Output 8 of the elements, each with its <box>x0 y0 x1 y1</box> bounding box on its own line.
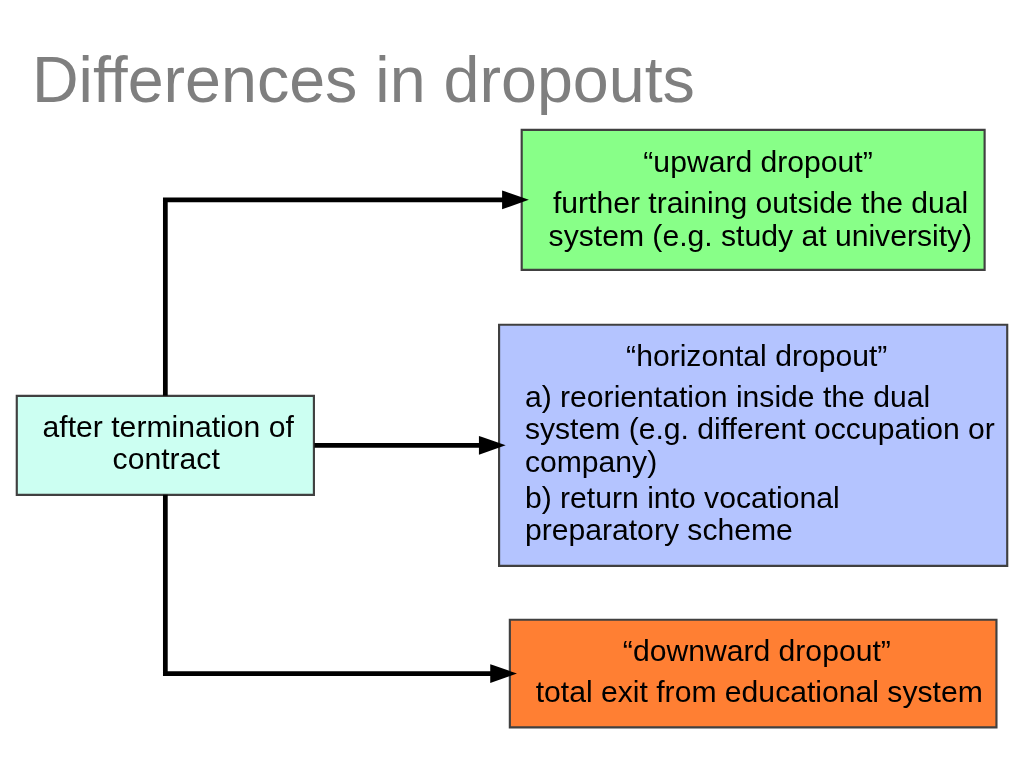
node-box: “horizontal dropout” a) reorientation inside the dual system (e.g. different occupation or company) b) return into vocational preparatory scheme <box>498 323 1009 567</box>
arrow <box>162 494 517 683</box>
node-box: after termination of contract <box>15 394 315 496</box>
arrow <box>314 435 506 455</box>
diagram-title: Differences in dropouts <box>31 43 695 116</box>
node-box: “upward dropout” further training outside the dual system (e.g. study at university) <box>520 128 986 271</box>
node-box: “downward dropout” total exit from educational system <box>508 618 998 728</box>
arrow <box>162 190 529 396</box>
